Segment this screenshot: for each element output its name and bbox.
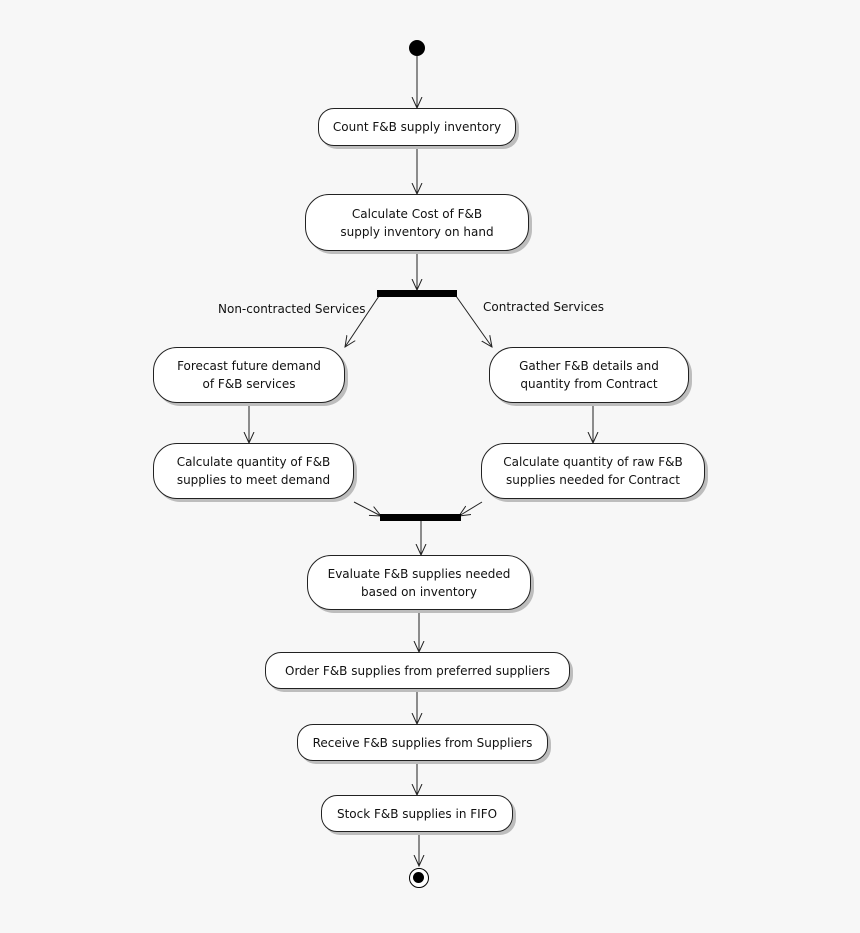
arrow-fork-to-forecast: [345, 295, 380, 347]
activity-calc-quantity-demand: Calculate quantity of F&B supplies to me…: [153, 443, 354, 499]
activity-forecast-demand: Forecast future demand of F&B services: [153, 347, 345, 403]
activity-label: Count F&B supply inventory: [332, 120, 502, 134]
guard-non-contracted: Non-contracted Services: [218, 302, 366, 316]
activity-evaluate-supplies: Evaluate F&B supplies needed based on in…: [307, 555, 531, 610]
activity-order-supplies: Order F&B supplies from preferred suppli…: [265, 652, 570, 689]
activity-label: Calculate quantity of F&B supplies to me…: [176, 455, 331, 487]
activity-label: Receive F&B supplies from Suppliers: [312, 735, 533, 750]
activity-calculate-cost: Calculate Cost of F&B supply inventory o…: [305, 194, 529, 251]
activity-label: Order F&B supplies from preferred suppli…: [285, 663, 550, 678]
activity-label: Calculate Cost of F&B supply inventory o…: [340, 206, 494, 239]
arrow-calc-raw-to-join: [459, 501, 483, 516]
activity-calc-quantity-raw: Calculate quantity of raw F&B supplies n…: [481, 443, 705, 499]
activity-label: Calculate quantity of raw F&B supplies n…: [503, 455, 683, 487]
join-bar: [380, 514, 461, 521]
activity-label: Stock F&B supplies in FIFO: [336, 806, 498, 821]
activity-receive-supplies: Receive F&B supplies from Suppliers: [297, 724, 548, 761]
activity-count-inventory: Count F&B supply inventory: [318, 108, 516, 146]
activity-stock-supplies: Stock F&B supplies in FIFO: [321, 795, 513, 832]
arrow-calc-demand-to-join: [353, 501, 381, 516]
final-node: [409, 868, 429, 888]
activity-label: Evaluate F&B supplies needed based on in…: [327, 566, 511, 599]
guard-contracted: Contracted Services: [483, 300, 605, 314]
fork-bar: [377, 290, 457, 297]
activity-label: Gather F&B details and quantity from Con…: [519, 359, 659, 391]
activity-gather-details: Gather F&B details and quantity from Con…: [489, 347, 689, 403]
arrow-fork-to-gather: [455, 295, 492, 347]
activity-label: Forecast future demand of F&B services: [177, 359, 321, 391]
initial-node: [409, 40, 425, 56]
